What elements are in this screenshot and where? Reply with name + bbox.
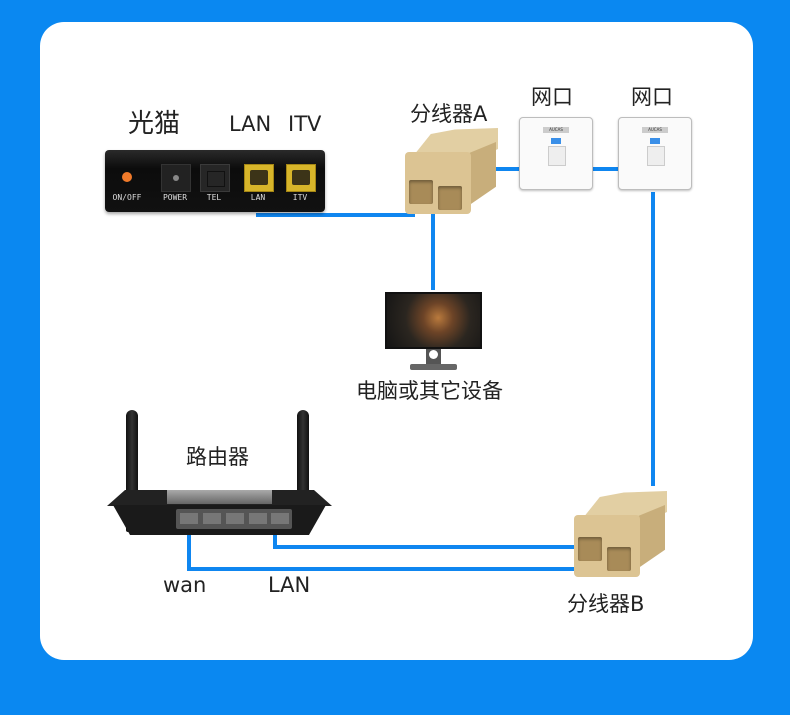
splitter-a-icon: [402, 128, 498, 218]
splitter-b-label: 分线器B: [567, 592, 645, 616]
port-label-power: POWER: [162, 193, 188, 202]
modem-lan-label: LAN: [229, 112, 272, 136]
cable-wall-port-2-to-splitter-b: [651, 192, 655, 486]
router-lan-label: LAN: [268, 573, 311, 597]
monitor-stand: [426, 349, 441, 365]
computer-label: 电脑或其它设备: [356, 379, 503, 403]
cable-modem-to-splitter-a: [256, 213, 415, 217]
wall-port-2-icon: AUCAS: [618, 117, 692, 190]
router-top: [107, 490, 332, 506]
splitter-b-icon: [571, 491, 667, 581]
cable-router-wan-vertical: [187, 520, 191, 571]
cable-wall-port-1-to-wall-port-2: [591, 167, 619, 171]
power-led-icon: [122, 172, 132, 182]
router-ports: [176, 509, 292, 529]
tel-port-icon: [200, 164, 230, 192]
wall-port-2-label: 网口: [631, 85, 673, 109]
cable-router-lan-to-splitter-b: [273, 545, 591, 549]
router-wan-label: wan: [163, 573, 207, 597]
monitor-base: [410, 364, 457, 370]
splitter-a-label: 分线器A: [410, 102, 488, 126]
wall-port-1-label: 网口: [531, 85, 573, 109]
cable-router-wan-to-splitter-b: [187, 567, 591, 571]
itv-port-icon: [286, 164, 316, 192]
wall-port-brand: AUCAS: [642, 127, 668, 133]
modem-itv-label: ITV: [288, 112, 322, 136]
cable-splitter-a-to-wall-port-1: [492, 167, 520, 171]
router-label: 路由器: [186, 445, 249, 469]
monitor-icon: [385, 292, 482, 349]
wall-port-brand: AUCAS: [543, 127, 569, 133]
port-label-tel: TEL: [206, 193, 222, 202]
port-label-lan: LAN: [250, 193, 266, 202]
cable-splitter-a-to-computer: [431, 205, 435, 290]
wall-port-1-icon: AUCAS: [519, 117, 593, 190]
port-label-onoff: ON/OFF: [112, 193, 142, 202]
modem-label: 光猫: [128, 109, 181, 139]
power-jack-icon: [161, 164, 191, 192]
lan-port-icon: [244, 164, 274, 192]
optical-modem: ON/OFF POWER TEL LAN ITV: [105, 150, 325, 212]
port-label-itv: ITV: [292, 193, 308, 202]
